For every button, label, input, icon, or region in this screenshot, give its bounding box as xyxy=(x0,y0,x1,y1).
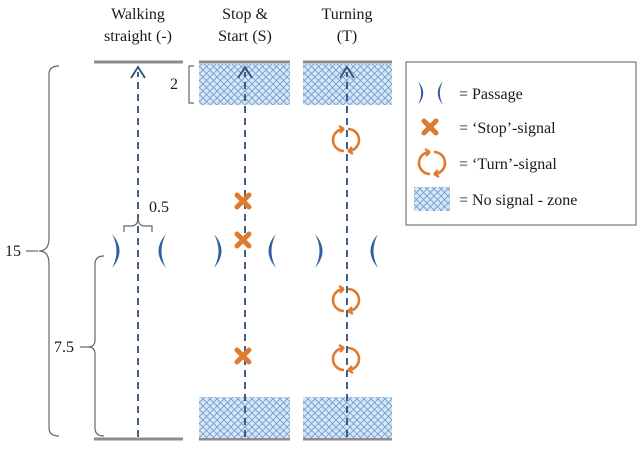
col2-arrow-icon xyxy=(237,65,253,79)
col2-passage-left-icon xyxy=(214,234,222,268)
col3-title-line2: (T) xyxy=(337,28,357,45)
col3-passage-right-icon xyxy=(370,234,378,268)
legend-passage-label: = Passage xyxy=(459,86,523,103)
legend-box xyxy=(405,61,637,226)
col2-stop-signal-1-icon xyxy=(237,195,249,207)
col2-stop-signal-2-icon xyxy=(237,234,249,246)
col2-title-line2: Start (S) xyxy=(218,28,272,45)
col3-arrow-icon xyxy=(339,65,355,79)
legend-turn-label: = ‘Turn’-signal xyxy=(459,156,557,173)
col1-passage-left-icon xyxy=(112,234,120,268)
col3-passage-left-icon xyxy=(315,234,323,268)
col3-turn-signal-3-icon xyxy=(331,343,361,375)
half-length-label: 7.5 xyxy=(54,339,74,356)
zone-length-label: 2 xyxy=(170,76,178,93)
col1-title-line2: straight (-) xyxy=(104,28,172,45)
total-length-brace xyxy=(38,65,60,437)
col1-title-line1: Walking xyxy=(111,6,165,23)
total-length-label: 15 xyxy=(5,243,21,260)
passage-width-bracket xyxy=(123,217,153,232)
col3-title-line1: Turning xyxy=(322,6,373,23)
legend-zone-icon xyxy=(414,187,450,211)
passage-width-label: 0.5 xyxy=(149,199,169,216)
half-length-brace xyxy=(87,255,105,437)
col3-turn-signal-1-icon xyxy=(331,124,361,156)
col1-passage-right-icon xyxy=(158,234,166,268)
legend-stop-label: = ‘Stop’-signal xyxy=(459,120,556,137)
col2-stop-signal-3-icon xyxy=(237,350,249,362)
zone-length-bracket xyxy=(188,65,194,104)
col1-arrow-icon xyxy=(130,65,146,79)
col2-title-line1: Stop & xyxy=(222,6,268,23)
legend-zone-label: = No signal - zone xyxy=(459,192,577,209)
col2-passage-right-icon xyxy=(268,234,276,268)
col3-turn-signal-2-icon xyxy=(331,284,361,316)
